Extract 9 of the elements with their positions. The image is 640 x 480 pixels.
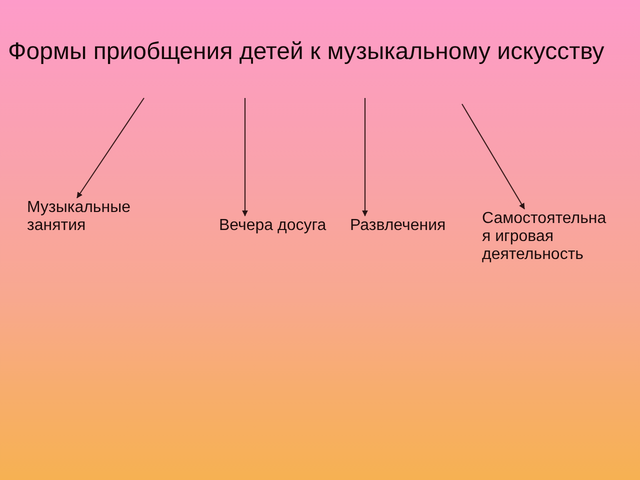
arrow — [362, 98, 368, 216]
arrow — [242, 98, 248, 216]
arrow — [462, 104, 525, 210]
category-label: Развлечения — [350, 217, 446, 235]
diagram-title: Формы приобщения детей к музыкальному искусству — [8, 38, 604, 66]
arrow — [76, 98, 144, 198]
category-label: Музыкальные занятия — [27, 199, 139, 235]
category-label: Самостоятельная игровая деятельность — [482, 210, 610, 264]
category-label: Вечера досуга — [219, 217, 326, 235]
